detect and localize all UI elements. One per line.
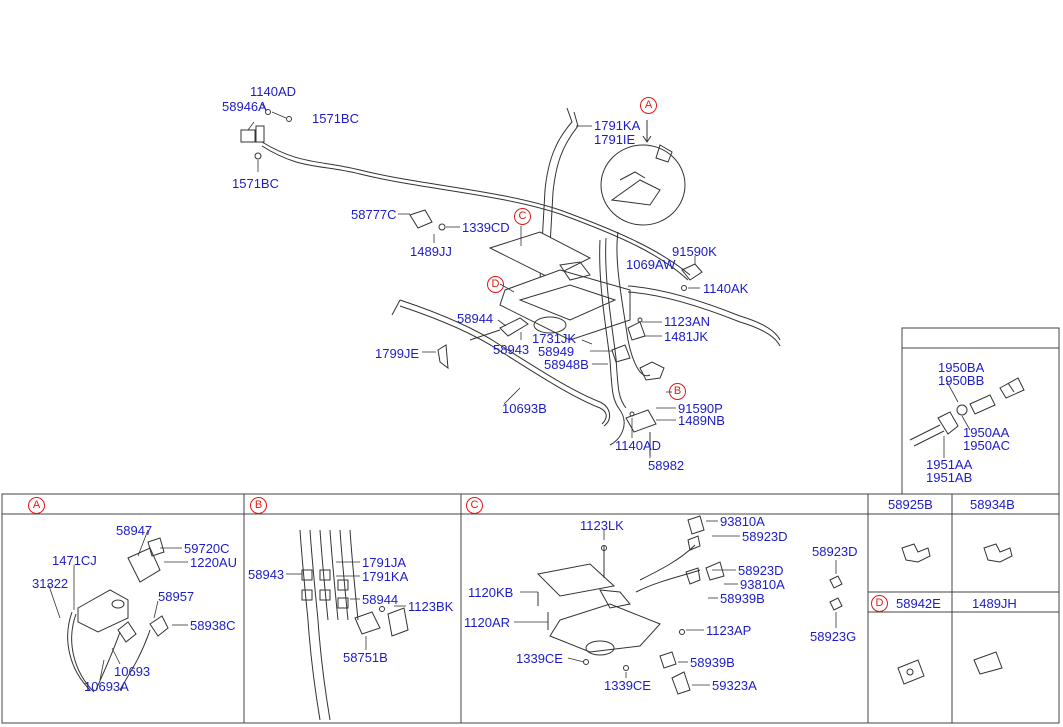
label-93810a-mid: 93810A (740, 577, 785, 592)
label-59720c: 59720C (184, 541, 230, 556)
label-1123lk: 1123LK (580, 518, 624, 533)
label-1791ie: 1791IE (594, 132, 636, 147)
label-1120kb: 1120KB (468, 585, 514, 600)
bottom-panel-frame (1, 493, 1060, 724)
label-58925b: 58925B (888, 497, 933, 512)
label-58942e: 58942E (896, 596, 941, 611)
label-58946a: 58946A (222, 99, 267, 114)
fitting-box-frame (901, 327, 1060, 495)
label-1339ce-left: 1339CE (516, 651, 563, 666)
callout-c: C (514, 208, 531, 225)
label-93810a-top: 93810A (720, 514, 765, 529)
label-58777c: 58777C (351, 207, 397, 222)
callout-a: A (640, 97, 657, 114)
label-1799je: 1799JE (375, 346, 420, 361)
label-1489jj: 1489JJ (410, 244, 452, 259)
label-1123ap: 1123AP (706, 623, 752, 638)
callout-b: B (669, 383, 686, 400)
label-58982: 58982 (648, 458, 685, 473)
label-1339ce-bottom: 1339CE (604, 678, 651, 693)
label-58957: 58957 (158, 589, 195, 604)
label-b-58944: 58944 (362, 592, 399, 607)
label-1140ak: 1140AK (703, 281, 749, 296)
label-1951aa: 1951AA (926, 457, 973, 472)
label-b-58943: 58943 (248, 567, 285, 582)
label-58934b: 58934B (970, 497, 1015, 512)
label-1120ar: 1120AR (464, 615, 511, 630)
label-31322: 31322 (32, 576, 69, 591)
label-1140ad-bottom: 1140AD (615, 438, 662, 453)
label-10693a: 10693A (84, 679, 129, 694)
label-58751b: 58751B (343, 650, 388, 665)
label-1950ac: 1950AC (963, 438, 1010, 453)
label-1951ab: 1951AB (926, 470, 973, 485)
label-59323a: 59323A (712, 678, 757, 693)
label-10693: 10693 (114, 664, 151, 679)
label-58948b: 58948B (544, 357, 589, 372)
label-10693b: 10693B (502, 401, 547, 416)
label-91590p: 91590P (678, 401, 723, 416)
label-1489nb: 1489NB (678, 413, 725, 428)
label-58938c: 58938C (190, 618, 236, 633)
label-58939b-bottom: 58939B (690, 655, 735, 670)
callout-d: D (487, 276, 504, 293)
label-58923d-top: 58923D (742, 529, 788, 544)
label-1791ka: 1791KA (594, 118, 641, 133)
label-1791ja: 1791JA (362, 555, 407, 570)
label-1731jk: 1731JK (532, 331, 577, 346)
label-1950bb: 1950BB (938, 373, 985, 388)
label-b-1791ka: 1791KA (362, 569, 409, 584)
label-58939b-mid: 58939B (720, 591, 765, 606)
panel-a-callout: A (28, 497, 45, 514)
label-58949: 58949 (538, 344, 575, 359)
label-58943: 58943 (493, 342, 530, 357)
label-1069aw: 1069AW (626, 257, 676, 272)
label-1950aa: 1950AA (963, 425, 1010, 440)
label-58944: 58944 (457, 311, 494, 326)
label-1339cd: 1339CD (462, 220, 510, 235)
label-1489jh: 1489JH (972, 596, 1017, 611)
label-58923d-right: 58923D (812, 544, 858, 559)
label-1471cj: 1471CJ (52, 553, 97, 568)
label-58947: 58947 (116, 523, 153, 538)
label-1123bk: 1123BK (408, 599, 454, 614)
panel-c-callout: C (466, 497, 483, 514)
label-1571bc-right: 1571BC (312, 111, 359, 126)
panel-d-callout: D (871, 595, 888, 612)
label-58923d-mid: 58923D (738, 563, 784, 578)
label-1123an: 1123AN (664, 314, 711, 329)
label-1481jk: 1481JK (664, 329, 709, 344)
label-1571bc-bottom: 1571BC (232, 176, 279, 191)
label-58923g: 58923G (810, 629, 857, 644)
label-1950ba: 1950BA (938, 360, 985, 375)
label-1140ad-top: 1140AD (250, 84, 297, 99)
label-1220au: 1220AU (190, 555, 237, 570)
panel-b-callout: B (250, 497, 267, 514)
label-91590k: 91590K (672, 244, 717, 259)
